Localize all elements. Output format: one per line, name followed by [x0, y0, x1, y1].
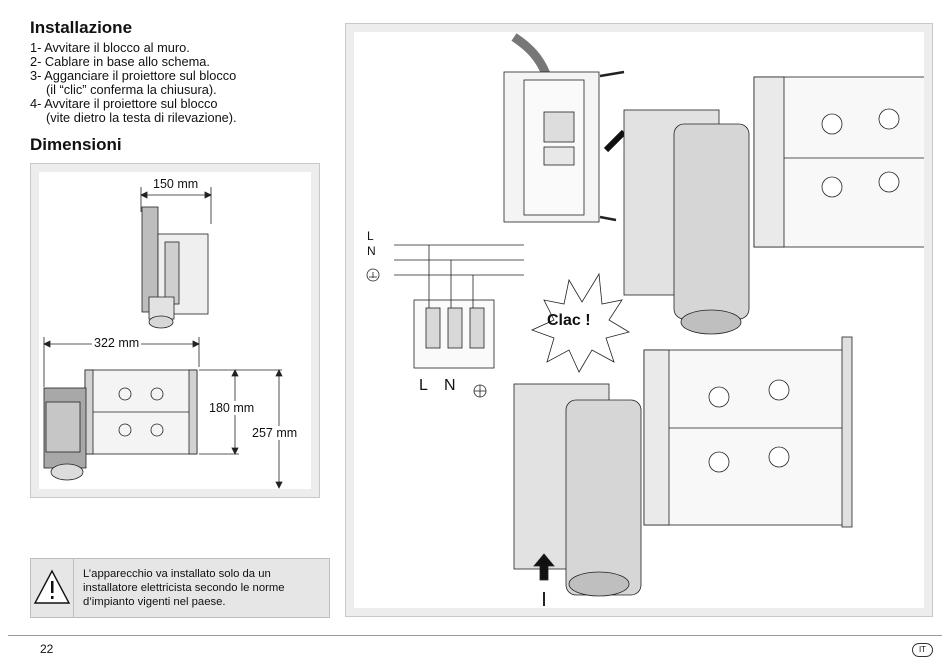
step-4-note: (vite dietro la testa di rilevazione).: [46, 110, 237, 125]
height-body-label: 180 mm: [207, 401, 257, 415]
terminal-label-l: L: [419, 377, 428, 394]
step-3: 3- Agganciare il proiettore sul blocco: [30, 68, 237, 83]
step-1: 1- Avvitare il blocco al muro.: [30, 40, 190, 55]
installation-steps: 1- Avvitare il blocco al muro. 2- Cablar…: [30, 41, 330, 125]
height-total-label: 257 mm: [250, 426, 300, 440]
footer-divider: [8, 635, 942, 636]
installation-drawing: [366, 33, 924, 606]
installation-figure: L N L N Clac !: [345, 23, 933, 617]
page-number: 22: [40, 642, 54, 656]
language-badge: IT: [912, 643, 933, 657]
line-label-n: N: [367, 244, 376, 258]
dimensions-figure: 150 mm 322 mm 180 mm 257 mm: [30, 163, 320, 498]
terminal-label-n: N: [444, 377, 456, 394]
warning-text: L’apparecchio va installato solo da un i…: [83, 568, 285, 608]
warning-icon: [31, 559, 74, 617]
dimensions-title: Dimensioni: [30, 135, 122, 154]
warning-box: L’apparecchio va installato solo da un i…: [30, 558, 330, 618]
step-2: 2- Cablare in base allo schema.: [30, 54, 210, 69]
dimensions-drawing: [43, 187, 283, 489]
depth-label: 150 mm: [151, 177, 201, 191]
clac-label: Clac !: [547, 312, 591, 329]
step-4: 4- Avvitare il proiettore sul blocco: [30, 96, 218, 111]
step-3-note: (il “clic” conferma la chiusura).: [46, 82, 217, 97]
width-label: 322 mm: [92, 336, 142, 350]
installation-title: Installazione: [30, 18, 133, 37]
line-label-l: L: [367, 229, 374, 243]
